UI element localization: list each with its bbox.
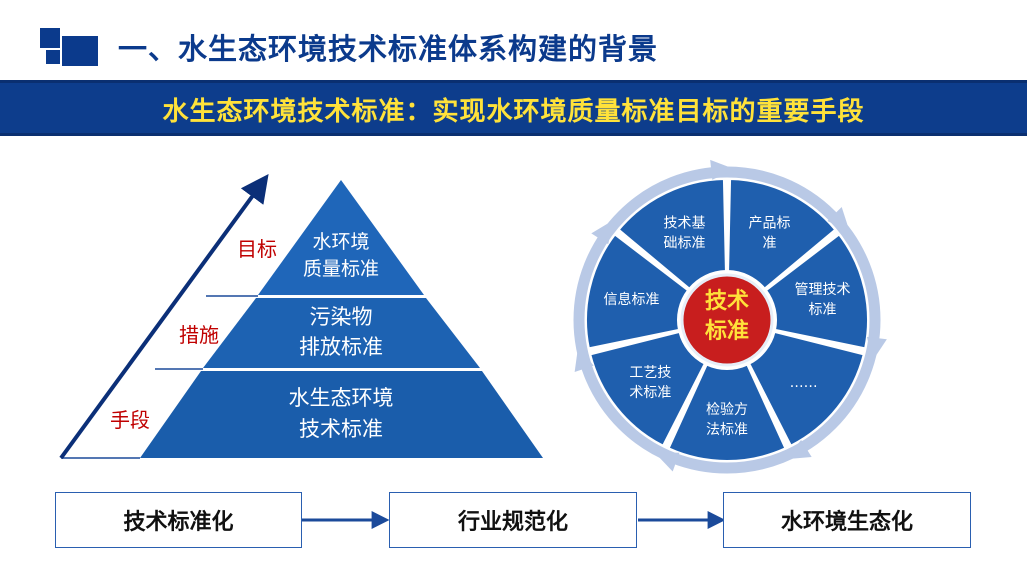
wheel-segment-label: 产品标 xyxy=(749,216,791,232)
pyramid-bottom-line2: 技术标准 xyxy=(299,417,383,441)
ring-arrow-head xyxy=(574,345,594,373)
flow-box-standardization: 技术标准化 xyxy=(55,492,302,548)
wheel-segment xyxy=(589,330,707,448)
pyramid-bottom-line1: 水生态环境 xyxy=(289,386,394,410)
flow-box-ecology: 水环境生态化 xyxy=(723,492,971,548)
ring-arrow-head xyxy=(827,207,850,233)
ring-arrow-head xyxy=(785,439,812,460)
wheel-segment xyxy=(727,178,837,291)
wheel-segment xyxy=(747,330,865,448)
label-means: 手段 xyxy=(110,408,150,432)
wheel-segment xyxy=(667,363,787,462)
ring-arrow-head xyxy=(654,452,680,472)
wheel-segment-label: 信息标准 xyxy=(603,291,659,308)
logo-mark xyxy=(40,28,98,66)
banner: 水生态环境技术标准：实现水环境质量标准目标的重要手段 xyxy=(0,80,1027,136)
pyramid-middle-line2: 排放标准 xyxy=(299,335,383,359)
wheel-segment-label: 检验方 xyxy=(706,402,748,418)
wheel-segment-label: 础标准 xyxy=(663,236,705,252)
page-title: 一、水生态环境技术标准体系构建的背景 xyxy=(118,32,659,66)
pyramid-guide: 目标 措施 手段 xyxy=(59,173,277,460)
wheel-segment-label: 管理技术 xyxy=(795,282,851,298)
pyramid-level-top xyxy=(258,180,424,295)
pyramid-top-line1: 水环境 xyxy=(312,231,369,253)
wheel-segment-label: …… xyxy=(790,375,818,391)
wheel-center xyxy=(680,273,774,367)
wheel-segment-label: 工艺技 xyxy=(629,365,671,381)
wheel-segment-label: 技术基 xyxy=(663,215,705,232)
wheel-segment-label: 法标准 xyxy=(706,422,748,438)
wheel-center-line2: 标准 xyxy=(705,318,749,344)
wheel-center-line1: 技术 xyxy=(705,289,749,314)
wheel-segment xyxy=(764,233,870,350)
wheel-segment xyxy=(617,178,727,291)
pyramid-level-bottom xyxy=(140,371,543,458)
ring-arrow-head xyxy=(866,336,887,362)
wheel-segment-label: 标准 xyxy=(809,302,837,318)
wheel-segment-label: 准 xyxy=(763,236,777,252)
flow-box-industry: 行业规范化 xyxy=(389,492,637,548)
label-goal: 目标 xyxy=(237,237,277,261)
pyramid-top-line2: 质量标准 xyxy=(303,258,379,280)
label-measure: 措施 xyxy=(179,323,219,347)
banner-text: 水生态环境技术标准：实现水环境质量标准目标的重要手段 xyxy=(162,97,865,127)
pyramid-level-middle xyxy=(203,298,480,368)
pyramid-middle-line1: 污染物 xyxy=(310,305,373,329)
ring-arrow-head xyxy=(710,159,735,180)
ascending-arrow xyxy=(59,173,269,460)
wheel-segment xyxy=(584,233,690,350)
ring-arrow-head xyxy=(591,219,615,245)
wheel-segment-label: 术标准 xyxy=(629,385,671,401)
pyramid: 水环境 质量标准 污染物 排放标准 水生态环境 技术标准 xyxy=(140,180,543,458)
